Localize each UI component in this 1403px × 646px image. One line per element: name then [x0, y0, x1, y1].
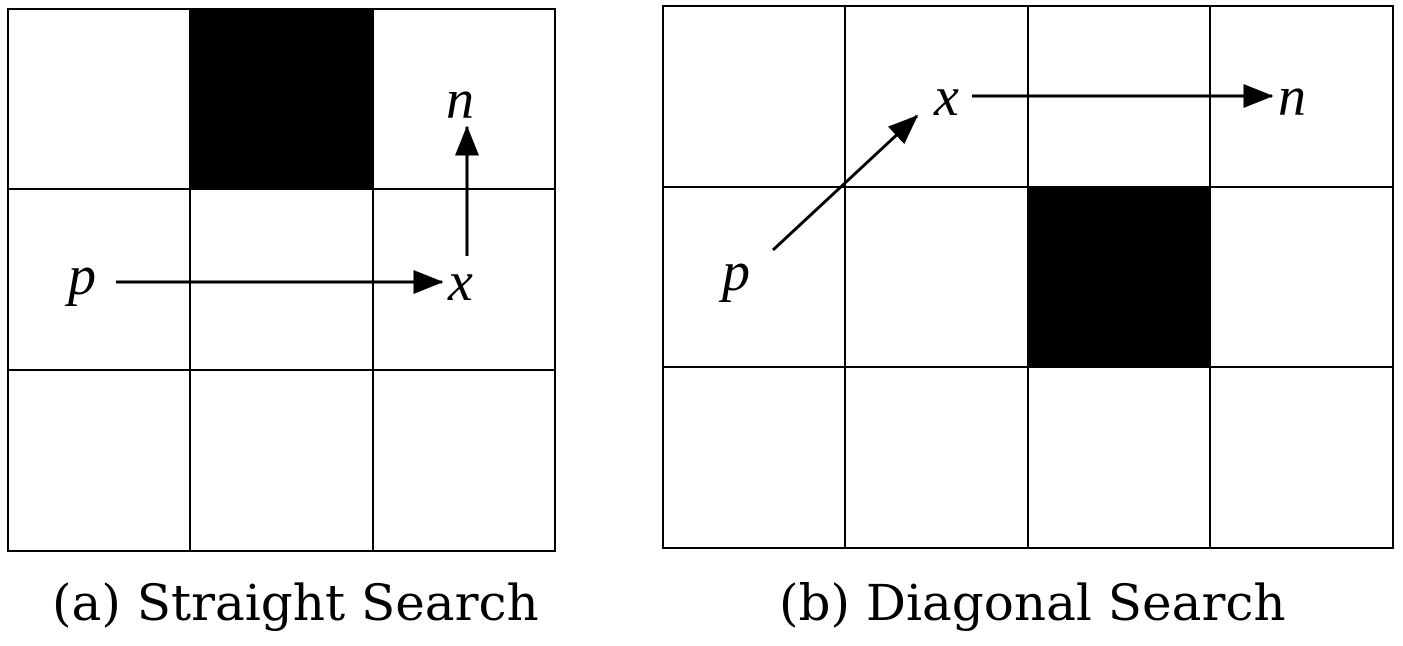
panel-a-caption: (a) Straight Search [52, 574, 539, 632]
panel-b-label-x: x [933, 66, 959, 128]
panel-a-grid [7, 8, 556, 552]
panel-a-obstacle-cell [190, 9, 373, 189]
panel-a-grid-border [7, 8, 556, 552]
panel-a-label-p: p [64, 245, 96, 307]
diagram-canvas: p x n p x n [7, 5, 1394, 552]
panel-a-label-n: n [446, 69, 474, 131]
panel-b-obstacle-cell [1028, 187, 1210, 367]
panel-b-label-p: p [718, 241, 750, 303]
panel-b-label-n: n [1278, 66, 1306, 128]
panel-b-arrow-p-to-x [771, 114, 919, 252]
panel-b-caption: (b) Diagonal Search [779, 574, 1286, 632]
panel-b-diagonal-search: p x n [662, 5, 1394, 549]
panel-a-straight-search: p x n [7, 8, 556, 552]
panel-a-label-x: x [447, 251, 473, 313]
